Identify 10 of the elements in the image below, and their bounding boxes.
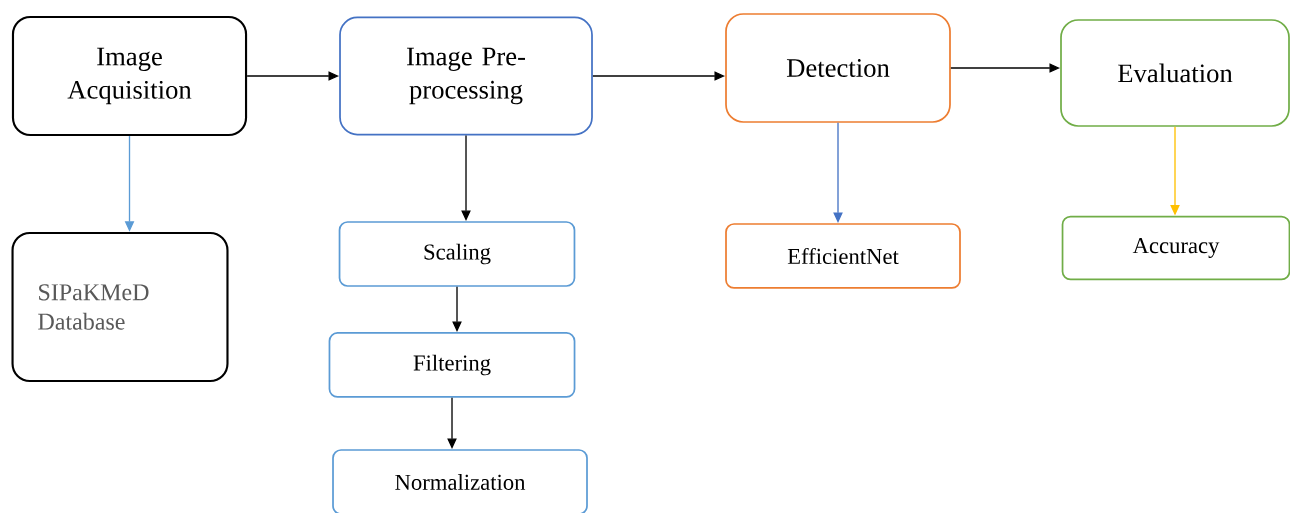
metric-box: Accuracy	[1061, 215, 1290, 281]
source-box: SIPaKMeD Database	[11, 231, 229, 383]
process-box: Detection	[725, 13, 951, 123]
process-box: Evaluation	[1060, 19, 1290, 127]
step-box: Normalization	[332, 449, 588, 513]
step-box: Filtering	[328, 332, 576, 398]
step-box: Scaling	[338, 221, 576, 287]
process-box: Image Pre-processing	[339, 16, 593, 136]
process-box: Image Acquisition	[11, 15, 248, 137]
model-box: EfficientNet	[725, 223, 961, 289]
